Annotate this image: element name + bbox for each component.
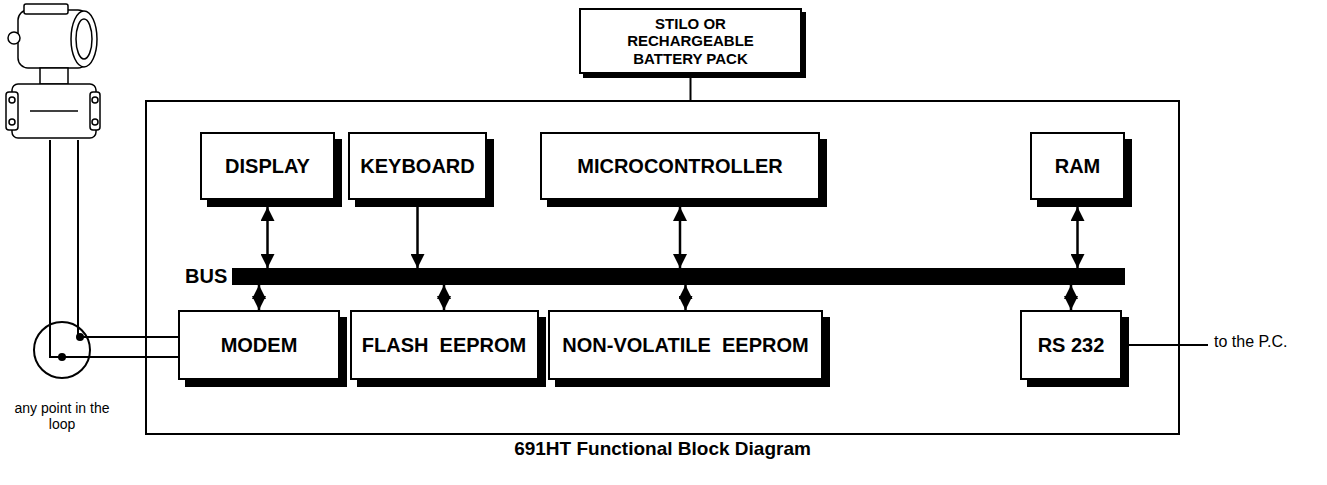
loop-wires [34,140,178,378]
box-label: RAM [1055,155,1101,178]
microcontroller-box: MICROCONTROLLER [540,132,820,200]
box-label: KEYBOARD [360,155,474,178]
connection-dot [76,333,84,341]
bus-connector [1070,285,1073,310]
loop-point-circle [34,322,90,378]
bus-connector [266,207,269,268]
display-box: DISPLAY [200,132,335,200]
connection-dot [58,353,66,361]
box-label: MODEM [221,334,298,357]
non-volatile-eeprom-box: NON-VOLATILE EEPROM [548,310,823,380]
box-label: RS 232 [1038,334,1105,357]
bolt [92,97,98,103]
bus-connector [443,285,446,310]
battery-box: STILO OR RECHARGEABLE BATTERY PACK [579,8,802,74]
housing-cover [71,11,97,67]
keyboard-box: KEYBOARD [348,132,487,200]
bus-connector [258,285,261,310]
pc-lead [1122,344,1208,346]
loop-wire [50,140,178,357]
modem-box: MODEM [178,310,340,380]
instrument-frame: DISPLAY KEYBOARD MICROCONTROLLER RAM BUS MODE… [145,100,1180,435]
bolt [92,119,98,125]
bus-connector [684,285,687,310]
bus-connector [416,207,419,268]
transmitter-drawing [6,4,100,138]
bus-label: BUS [185,265,227,288]
pc-note: to the P.C. [1214,333,1319,351]
bus-bar [232,268,1125,285]
name-plate [24,4,68,14]
box-label: STILO OR RECHARGEABLE BATTERY PACK [591,15,790,67]
body-seam [30,110,78,112]
box-label: NON-VOLATILE EEPROM [562,334,808,357]
rs232-box: RS 232 [1020,310,1122,380]
flash-eeprom-box: FLASH EEPROM [350,310,539,380]
flange-right [90,92,100,130]
bus: BUS [185,262,1125,292]
bus-connector [1076,207,1079,268]
diagram-caption: 691HT Functional Block Diagram [147,438,1178,460]
box-label: FLASH EEPROM [362,334,526,357]
loop-wire [78,140,178,337]
box-label: MICROCONTROLLER [577,155,783,178]
power-line [690,78,692,100]
loop-note: any point in the loop [14,400,110,432]
transmitter-neck [40,68,68,84]
conduit-entry [8,32,20,44]
bolt [9,97,15,103]
housing-window [76,19,92,59]
bolt [9,119,15,125]
ram-box: RAM [1030,132,1125,200]
sensor-body [12,84,96,138]
box-label: DISPLAY [225,155,310,178]
flange-left [6,92,18,130]
bus-connector [679,207,682,268]
